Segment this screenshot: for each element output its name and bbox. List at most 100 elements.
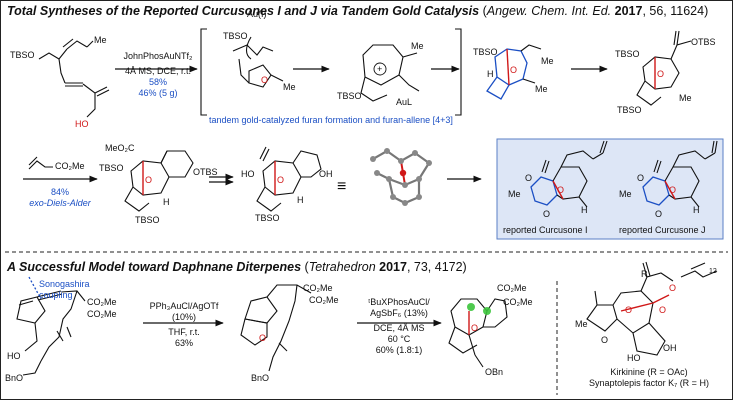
h-label-da: H — [163, 197, 170, 207]
sub12-label-kirk: 12 — [709, 268, 717, 275]
tbs-label-int2: TBSO — [337, 91, 362, 101]
step1-solvent: 4Å MS, DCE, r.t. — [124, 66, 191, 76]
ho-label-kirk: HO — [627, 353, 641, 363]
me-label-int2: Me — [411, 41, 424, 51]
o-label-ci-ketone: O — [525, 173, 532, 183]
ho-label-m1: HO — [7, 351, 21, 361]
o-label-da: O — [145, 175, 152, 185]
model-step2-temp: 60 °C — [387, 334, 411, 344]
co2me-label-m2a: CO₂Me — [303, 283, 333, 293]
gold-furan-intermediate — [232, 36, 284, 88]
oh-label-diol: OH — [319, 169, 333, 179]
products-box — [496, 138, 724, 240]
step1-catalyst: JohnPhosAuNTf₂ — [123, 51, 193, 61]
curcusone-i-label: reported Curcusone I — [503, 225, 588, 235]
section2-citation: , 73, 4172) — [406, 260, 467, 274]
model-step2-solvent: DCE, 4Å MS — [373, 323, 425, 333]
section1-title: Total Syntheses of the Reported Curcuson… — [7, 4, 480, 18]
meo2c-label: MeO₂C — [105, 143, 135, 153]
tbs-label-da: TBSO — [99, 163, 124, 173]
da-conditions: 84% exo-Diels-Alder — [23, 187, 97, 209]
model-product — [448, 298, 508, 368]
ho-label-diol: HO — [241, 169, 255, 179]
me-label-ci: Me — [508, 189, 521, 199]
o-label-diene: O — [657, 69, 664, 79]
model-step1-catalyst: PPh₃AuCl/AgOTf — [149, 301, 219, 311]
bno-label-m2: BnO — [251, 373, 269, 383]
h-label-diol: H — [297, 195, 304, 205]
et-label-cyc: Me — [541, 56, 554, 66]
me-label-cyc: Me — [535, 84, 548, 94]
section2-title: A Successful Model toward Daphnane Diter… — [7, 260, 302, 274]
o-label-m2: O — [259, 333, 266, 343]
sonogashira-line2: coupling — [39, 290, 73, 300]
co2me-label-m2b: CO₂Me — [309, 295, 339, 305]
section1-journal: Angew. Chem. Int. Ed. — [486, 4, 612, 18]
model-enyne-start — [16, 276, 86, 376]
enyne-start-structure — [38, 38, 110, 118]
da-yield: 84% — [50, 187, 69, 197]
h-label-cyc: H — [487, 69, 494, 79]
plus-label: + — [377, 64, 382, 74]
o-label-kirk-2: O — [669, 283, 676, 293]
step1-conditions: JohnPhosAuNTf₂ 4Å MS, DCE, r.t. 58% 46% … — [119, 51, 197, 99]
otbs-label-da: OTBS — [193, 167, 218, 177]
o-label-kirk-3: O — [659, 305, 666, 315]
curcusone-j-structure — [642, 140, 718, 208]
tbs-label-start: TBSO — [10, 50, 35, 60]
model-step2-catalyst: ᵗBuXPhosAuCl/ — [368, 297, 430, 307]
tbs-label-da-2: TBSO — [135, 215, 160, 225]
co2me-label-acrylate: CO₂Me — [55, 161, 85, 171]
co2me-label-m1a: CO₂Me — [87, 297, 117, 307]
o-label-diol: O — [277, 175, 284, 185]
me-label-diene: Me — [679, 93, 692, 103]
sonogashira-label: Sonogashira coupling — [39, 279, 90, 301]
tbs-label-cyc: TBSO — [473, 47, 498, 57]
otbs-label-diene: OTBS — [691, 37, 716, 47]
crystal-structure — [370, 148, 432, 206]
model-step1-loading: (10%) — [171, 312, 196, 322]
ho-label-start: HO — [75, 119, 89, 129]
bno-label-m1: BnO — [5, 373, 23, 383]
h-label-ci: H — [581, 205, 588, 215]
oxocarbenium-intermediate — [360, 44, 420, 102]
model-step1-solvent: THF, r.t. — [168, 327, 200, 337]
model-step1-conditions: PPh₃AuCl/AgOTf (10%) THF, r.t. 63% — [145, 301, 223, 349]
bracket-right — [455, 28, 462, 116]
obn-label-m3: OBn — [485, 367, 503, 377]
me-label-start: Me — [94, 35, 107, 45]
step1-yield2: 46% (5 g) — [138, 88, 178, 98]
o-label-m3: O — [471, 323, 478, 333]
model-step1-yield: 63% — [174, 338, 193, 348]
tbs-label-int1: TBSO — [223, 31, 248, 41]
co2me-label-m3a: CO₂Me — [497, 283, 527, 293]
r-label-kirk: R — [641, 269, 648, 279]
o-label-cj-2: O — [655, 209, 662, 219]
kirkinine-structure — [586, 261, 718, 356]
aul-label: AuL — [396, 97, 412, 107]
model-step2-yield: 60% (1.8:1) — [375, 345, 423, 355]
o-label-kirk-1: O — [625, 305, 632, 315]
curcusone-i-structure — [530, 140, 608, 208]
natural-product-labels: Kirkinine (R = OAc) Synaptolepis factor … — [579, 367, 719, 389]
diol-intermediate — [256, 146, 322, 212]
o-label-cyc: O — [510, 65, 517, 75]
o-label-ci-2: O — [543, 209, 550, 219]
model-step2-conditions: ᵗBuXPhosAuCl/ AgSbF₆ (13%) DCE, 4Å MS 60… — [357, 297, 441, 356]
tbs-label-diene-2: TBSO — [617, 105, 642, 115]
o-label-kirk-4: O — [601, 335, 608, 345]
oh-label-kirk: OH — [663, 343, 677, 353]
au-label: Au(I) — [247, 9, 267, 19]
kirkinine-label: Kirkinine (R = OAc) — [610, 367, 688, 377]
silyl-dienol-ether — [636, 30, 692, 106]
sonogashira-line1: Sonogashira — [39, 279, 90, 289]
o-label-cj-ether: O — [669, 185, 676, 195]
section2-year: 2017 — [379, 260, 407, 274]
tbs-label-diene: TBSO — [615, 49, 640, 59]
o-label-int1: O — [261, 75, 268, 85]
section1-heading: Total Syntheses of the Reported Curcuson… — [7, 4, 709, 18]
step1-yield1: 58% — [148, 77, 167, 87]
diels-alder-adduct — [124, 150, 194, 212]
